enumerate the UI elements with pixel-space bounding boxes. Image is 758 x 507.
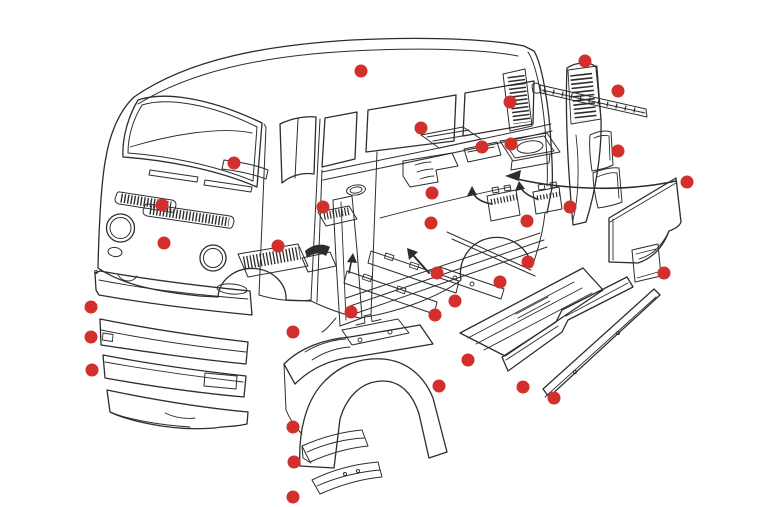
part-hotspot[interactable] <box>578 54 592 68</box>
part-hotspot[interactable] <box>157 236 171 250</box>
hat-bracket <box>402 152 459 188</box>
part-hotspot[interactable] <box>461 353 475 367</box>
wiper-recess <box>148 159 269 193</box>
part-hotspot[interactable] <box>521 255 535 269</box>
part-hotspot[interactable] <box>354 64 368 78</box>
part-hotspot[interactable] <box>547 391 561 405</box>
jack-brackets <box>486 181 563 222</box>
fresh-air-tray <box>420 126 482 149</box>
front-grille <box>114 191 235 229</box>
part-hotspot[interactable] <box>425 186 439 200</box>
step-plates <box>237 205 358 278</box>
gutter-rail <box>531 82 648 118</box>
arch-closing-brackets <box>301 429 383 495</box>
part-hotspot[interactable] <box>344 305 358 319</box>
part-hotspot[interactable] <box>316 200 330 214</box>
part-hotspot[interactable] <box>85 363 99 377</box>
front-bumper-stack <box>94 270 253 430</box>
part-hotspot[interactable] <box>520 214 534 228</box>
part-hotspot[interactable] <box>432 379 446 393</box>
floor-rails <box>345 186 548 315</box>
windshield <box>122 95 263 188</box>
part-hotspot[interactable] <box>563 200 577 214</box>
part-hotspot[interactable] <box>657 266 671 280</box>
front-turn-signal <box>107 246 123 258</box>
sliding-door-handle <box>346 184 366 196</box>
part-hotspot[interactable] <box>84 330 98 344</box>
part-hotspot[interactable] <box>475 140 489 154</box>
b-pillar-channel <box>321 195 363 333</box>
part-hotspot[interactable] <box>493 275 507 289</box>
part-hotspot[interactable] <box>227 156 241 170</box>
part-hotspot[interactable] <box>287 455 301 469</box>
outer-sill <box>542 288 661 398</box>
inner-sill <box>501 276 634 372</box>
part-hotspot[interactable] <box>286 325 300 339</box>
bus-body-silhouette <box>97 37 554 319</box>
part-hotspot[interactable] <box>448 294 462 308</box>
rear-quarter-panel <box>608 177 682 264</box>
part-hotspot[interactable] <box>155 198 169 212</box>
corner-brackets <box>589 130 623 209</box>
part-hotspot[interactable] <box>428 308 442 322</box>
pointer-arrows <box>347 170 677 274</box>
cab-door <box>258 116 321 302</box>
cross-member-strips <box>343 250 505 315</box>
part-hotspot[interactable] <box>271 239 285 253</box>
sliding-door-edges <box>310 151 378 319</box>
part-hotspot[interactable] <box>680 175 694 189</box>
pillar-shadow-wedge <box>305 244 330 258</box>
part-hotspot[interactable] <box>84 300 98 314</box>
part-hotspot[interactable] <box>286 490 300 504</box>
part-hotspot[interactable] <box>503 95 517 109</box>
part-hotspot[interactable] <box>611 144 625 158</box>
part-hotspot[interactable] <box>286 420 300 434</box>
wheel-arch-assembly <box>283 314 448 469</box>
part-hotspot[interactable] <box>430 266 444 280</box>
part-hotspot[interactable] <box>424 216 438 230</box>
rear-pillar-louvers <box>502 68 533 132</box>
battery-tray <box>499 132 561 171</box>
part-hotspot[interactable] <box>414 121 428 135</box>
part-hotspot[interactable] <box>611 84 625 98</box>
part-hotspot[interactable] <box>504 137 518 151</box>
cargo-floor-panel <box>459 267 604 357</box>
part-hotspot[interactable] <box>516 380 530 394</box>
headlights <box>105 213 227 272</box>
